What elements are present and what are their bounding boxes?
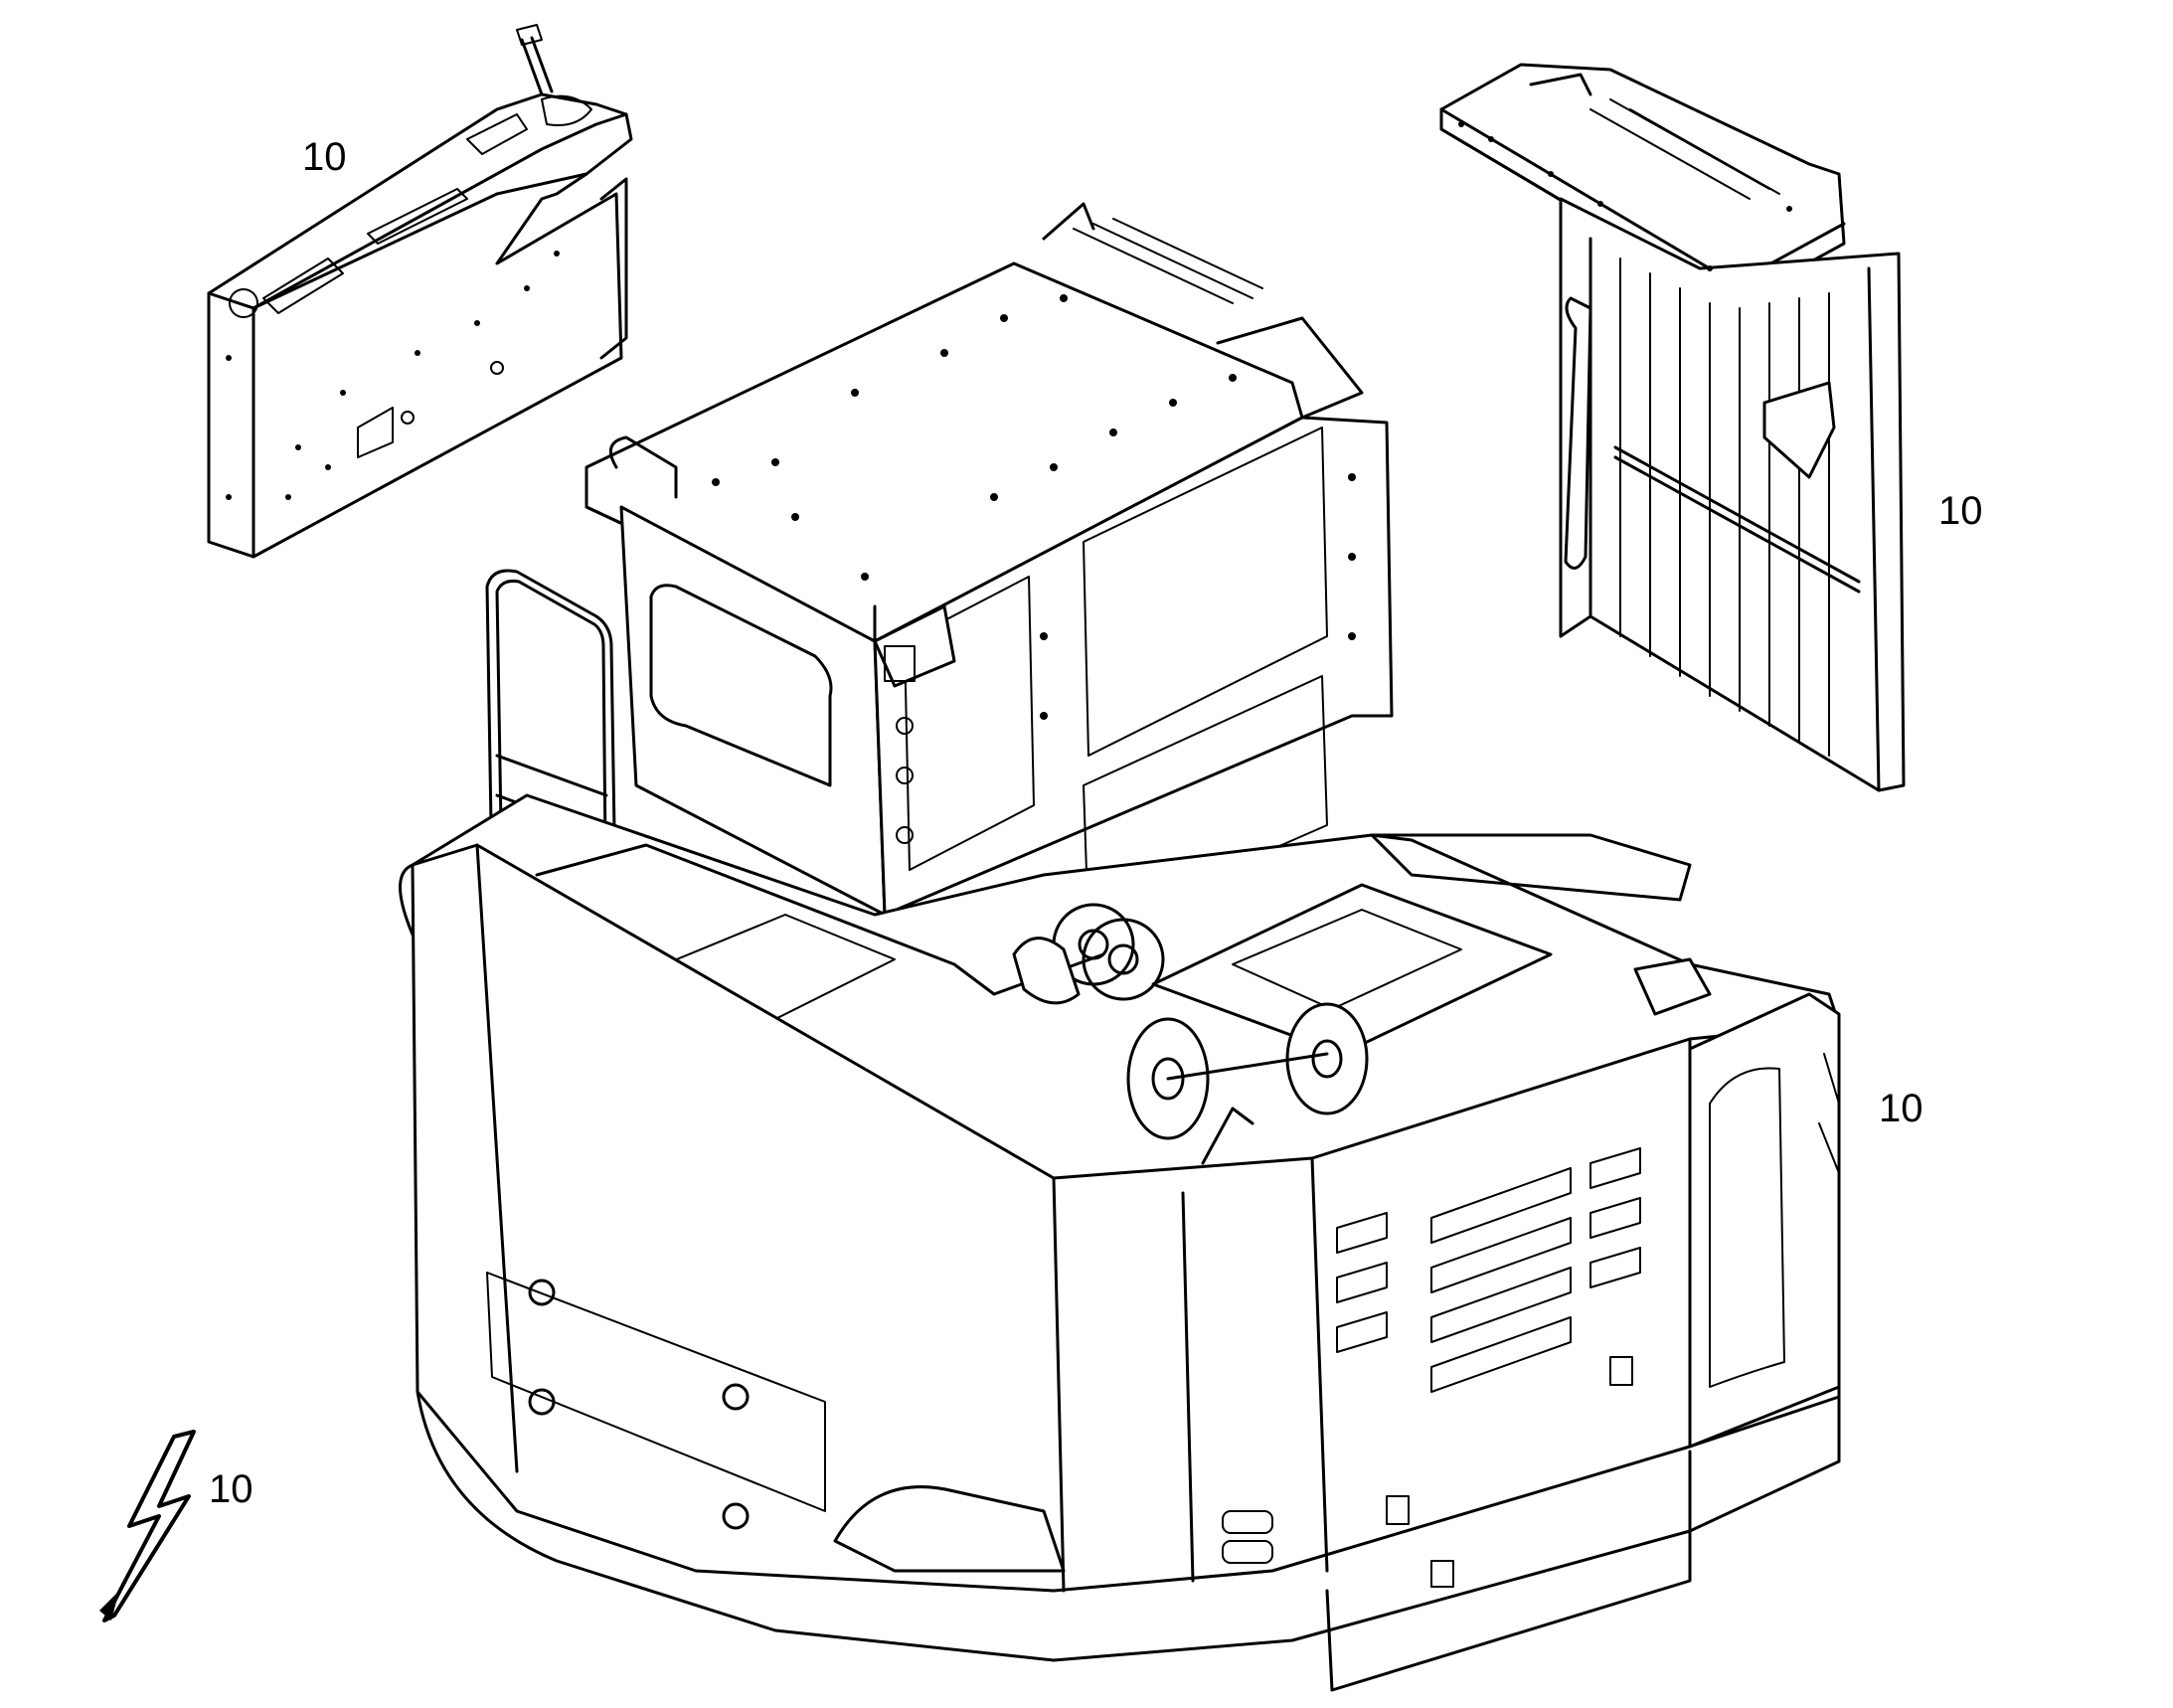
- radiator-grille-part: [1439, 63, 1906, 792]
- lightning-bolt-icon: [99, 1430, 196, 1623]
- upper-structure-assembly: [399, 202, 1841, 1692]
- callout-radiator-part: 10: [1938, 489, 1983, 533]
- callout-console-part: 10: [302, 135, 347, 179]
- callout-side-part: 10: [1879, 1087, 1923, 1130]
- operator-console-part: [207, 24, 633, 559]
- callout-electrical-symbol: 10: [209, 1467, 253, 1511]
